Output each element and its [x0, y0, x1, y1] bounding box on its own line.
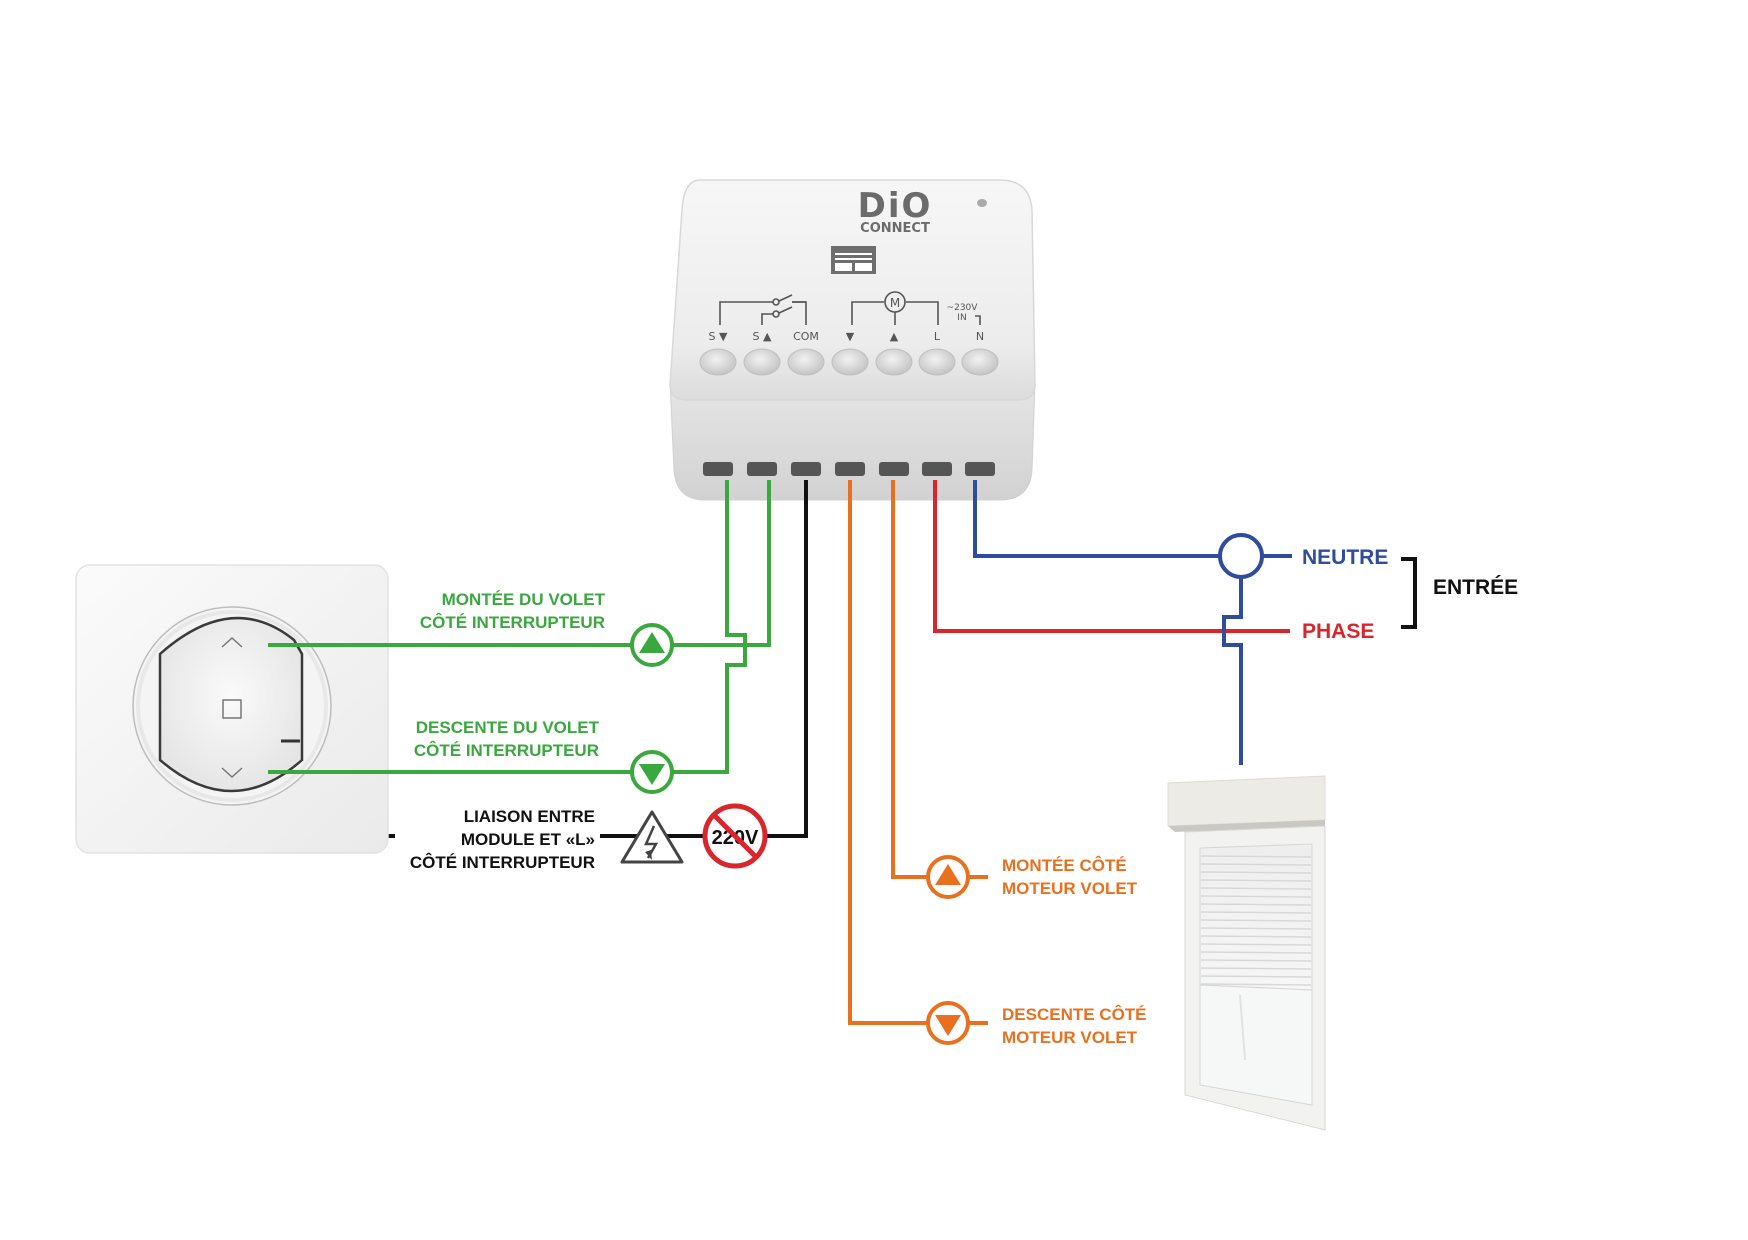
shutter-slat [1200, 935, 1312, 938]
terminal-label-motor_down: ▼ [846, 330, 855, 343]
shutter-slat [1200, 863, 1312, 866]
status-led-icon [977, 199, 987, 207]
high-voltage-warning-icon [620, 810, 684, 864]
link-label-line1: LIAISON ENTRE [464, 807, 595, 826]
terminal-screw-s_down[interactable] [699, 348, 737, 376]
terminal-slot-motor_down[interactable] [835, 462, 865, 476]
switch-up-marker-icon [630, 623, 674, 667]
wire-neutral-to-motor [1222, 577, 1243, 765]
motor-up-label-line2: MOTEUR VOLET [1002, 879, 1138, 898]
switch-down-marker-icon [630, 750, 674, 794]
terminal-screw-motor_up[interactable] [875, 348, 913, 376]
shutter-slat [1200, 967, 1312, 970]
terminal-label-s_up: S ▲ [753, 330, 772, 343]
terminal-screw-live[interactable] [918, 348, 956, 376]
terminal-label-neutral: N [976, 330, 984, 343]
motor-down-marker-icon [926, 1001, 970, 1045]
shutter-slat [1200, 943, 1312, 946]
input-bracket [1401, 557, 1417, 629]
up-chevron-icon[interactable] [221, 636, 243, 648]
roller-shutter-window [1167, 775, 1326, 1131]
neutral-junction-icon [1218, 533, 1264, 579]
shutter-slat [1200, 951, 1312, 954]
wire-phase [933, 480, 1290, 633]
wire-switch-up [270, 480, 771, 647]
switch-up-label-line1: MONTÉE DU VOLET [442, 590, 606, 609]
terminal-label-motor_up: ▲ [890, 330, 899, 343]
down-chevron-icon[interactable] [221, 767, 243, 779]
switch-down-label-line1: DESCENTE DU VOLET [416, 718, 600, 737]
motor-down-label-line2: MOTEUR VOLET [1002, 1028, 1138, 1047]
terminal-screw-motor_down[interactable] [831, 348, 869, 376]
relay-switch-schematic-icon [719, 294, 807, 325]
shutter-slat [1200, 959, 1312, 962]
motor-schematic-icon [851, 291, 981, 325]
terminal-screw-s_up[interactable] [743, 348, 781, 376]
module-brand: DiO [858, 186, 933, 226]
shutter-slat [1200, 911, 1312, 914]
no-220v-icon: 220V [702, 803, 768, 869]
terminal-slot-motor_up[interactable] [879, 462, 909, 476]
link-label-line3: CÔTÉ INTERRUPTEUR [410, 853, 595, 872]
motor-down-label-line1: DESCENTE CÔTÉ [1002, 1005, 1147, 1024]
supply-label: ~230V [947, 303, 979, 313]
stop-square-icon[interactable] [222, 699, 242, 719]
shutter-slat [1200, 983, 1312, 986]
terminal-screw-neutral[interactable] [961, 348, 999, 376]
wire-neutral [973, 480, 1220, 558]
wall-switch [75, 564, 389, 854]
wire-motor-up [891, 480, 928, 879]
wire-switch-down [270, 480, 747, 774]
motor-up-label-line1: MONTÉE CÔTÉ [1002, 856, 1127, 875]
supply-sub-label: IN [957, 313, 966, 323]
phase-label: PHASE [1302, 620, 1374, 643]
shutter-slat [1200, 879, 1312, 882]
terminal-slot-s_up[interactable] [747, 462, 777, 476]
dio-module: DiO CONNECT [669, 179, 1036, 501]
neutre-label: NEUTRE [1302, 546, 1388, 569]
terminal-slot-s_down[interactable] [703, 462, 733, 476]
shutter-slat [1200, 855, 1312, 858]
switch-down-label-line2: CÔTÉ INTERRUPTEUR [414, 741, 599, 760]
shutter-slat [1200, 887, 1312, 890]
terminal-label-s_down: S ▼ [709, 330, 728, 343]
wire-com-link [600, 480, 808, 838]
terminal-slot-live[interactable] [922, 462, 952, 476]
switch-up-label-line2: CÔTÉ INTERRUPTEUR [420, 613, 605, 632]
shutter-module-icon [831, 246, 876, 274]
motor-up-marker-icon [926, 855, 970, 899]
shutter-slat [1200, 919, 1312, 922]
shutter-slat [1200, 871, 1312, 874]
terminal-label-com: COM [793, 330, 819, 343]
wire-motor-down [848, 480, 928, 1025]
shutter-slat [1200, 975, 1312, 978]
module-brand-sub: CONNECT [860, 221, 930, 236]
terminal-slot-neutral[interactable] [965, 462, 995, 476]
shutter-slat [1200, 895, 1312, 898]
entree-label: ENTRÉE [1433, 576, 1518, 599]
terminal-screw-com[interactable] [787, 348, 825, 376]
shutter-slat [1200, 927, 1312, 930]
shutter-slat [1200, 903, 1312, 906]
terminal-label-live: L [934, 330, 941, 343]
motor-symbol: M [890, 296, 900, 310]
terminal-slot-com[interactable] [791, 462, 821, 476]
link-label-line2: MODULE ET «L» [461, 830, 595, 849]
